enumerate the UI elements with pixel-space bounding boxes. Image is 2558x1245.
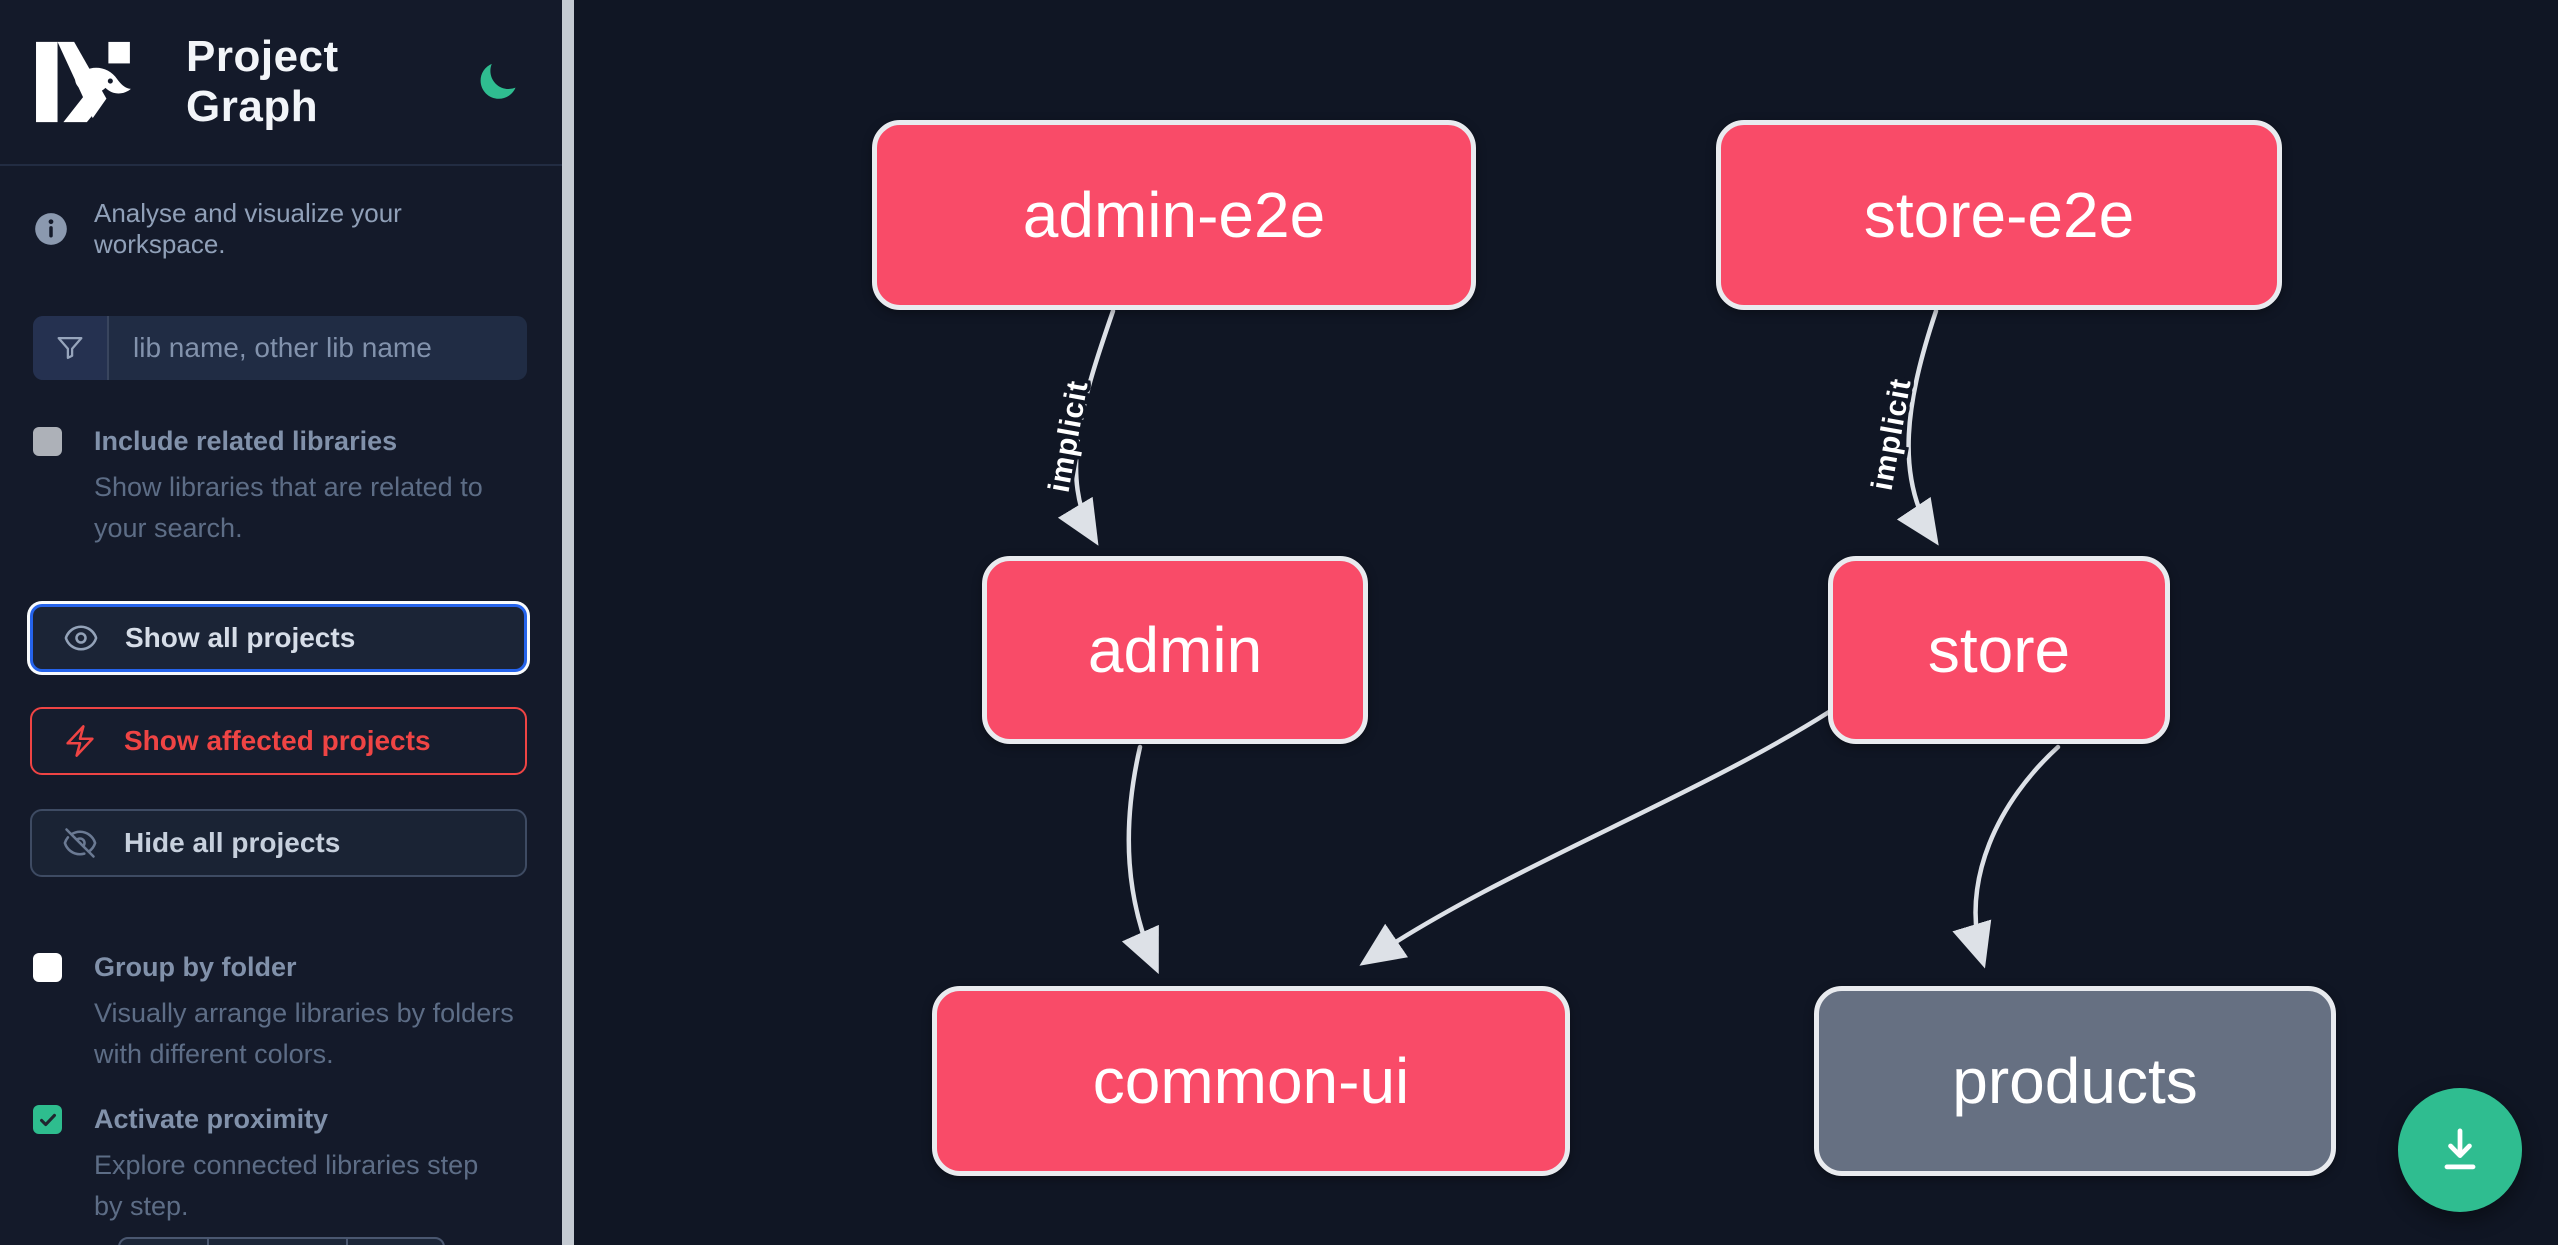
edge-store-to-common-ui[interactable] [1359,709,1832,966]
search-box [33,316,527,380]
graph-node-store-e2e[interactable]: store-e2e [1716,120,2282,310]
show-affected-projects-button[interactable]: Show affected projects [30,707,527,775]
bolt-icon [66,725,94,757]
group-by-folder-checkbox[interactable] [33,953,62,982]
stepper-value [207,1239,346,1245]
funnel-icon [57,336,83,360]
stepper-decrement[interactable] [120,1239,207,1245]
node-label: admin [1087,614,1263,686]
node-label: admin-e2e [1022,179,1326,251]
edge-store-e2e-to-store[interactable] [1896,308,1939,546]
graph-node-admin-e2e[interactable]: admin-e2e [872,120,1476,310]
checkbox-description: Visually arrange libraries by folders wi… [94,998,514,1069]
node-label: store-e2e [1863,179,2135,251]
checkbox-description: Show libraries that are related to your … [94,472,483,543]
node-label: products [1952,1045,2198,1117]
tagline-text: Analyse and visualize your workspace. [94,198,402,259]
edge-admin-to-common-ui[interactable] [1121,744,1159,975]
moon-icon[interactable] [475,59,520,105]
tagline-row: Analyse and visualize your workspace. [32,198,537,260]
check-icon [39,1113,56,1126]
activate-proximity-checkbox[interactable] [33,1105,62,1134]
activate-proximity-row: Activate proximity Explore connected lib… [33,1102,518,1227]
edge-admin-e2e-to-admin[interactable] [1057,308,1116,546]
group-by-folder-row: Group by folder Visually arrange librari… [33,950,518,1075]
download-image-button[interactable] [2398,1088,2522,1212]
nx-logo-icon [36,41,131,123]
download-icon [2444,1128,2476,1170]
include-related-row: Include related libraries Show libraries… [33,424,518,549]
node-label: common-ui [1092,1045,1410,1117]
graph-node-admin[interactable]: admin [982,556,1368,744]
button-label: Hide all projects [124,827,341,858]
hide-all-projects-button[interactable]: Hide all projects [30,809,527,877]
checkbox-label: Group by folder [94,952,297,982]
page-title: Project Graph [186,32,339,131]
graph-node-products[interactable]: products [1814,986,2336,1176]
show-all-projects-button[interactable]: Show all projects [30,604,527,672]
include-related-checkbox[interactable] [33,427,62,456]
sidebar-header: Project Graph [0,0,562,166]
filter-icon-box [33,316,109,380]
button-label: Show affected projects [124,725,431,756]
info-icon [35,213,67,245]
checkbox-label: Include related libraries [94,426,398,456]
checkbox-label: Activate proximity [94,1104,329,1134]
graph-node-common-ui[interactable]: common-ui [932,986,1570,1176]
eye-off-icon [63,828,97,858]
sidebar: Project Graph Analyse and visualize your… [0,0,562,1245]
search-input[interactable] [109,316,527,380]
proximity-stepper [118,1237,445,1245]
stepper-increment[interactable] [346,1239,443,1245]
graph-node-store[interactable]: store [1828,556,2170,744]
button-label: Show all projects [125,622,356,653]
node-label: store [1927,614,2071,686]
edge-store-to-products[interactable] [1952,744,2061,969]
sidebar-scrollbar[interactable] [562,0,574,1245]
checkbox-description: Explore connected libraries step by step… [94,1150,479,1221]
eye-icon [64,625,98,651]
